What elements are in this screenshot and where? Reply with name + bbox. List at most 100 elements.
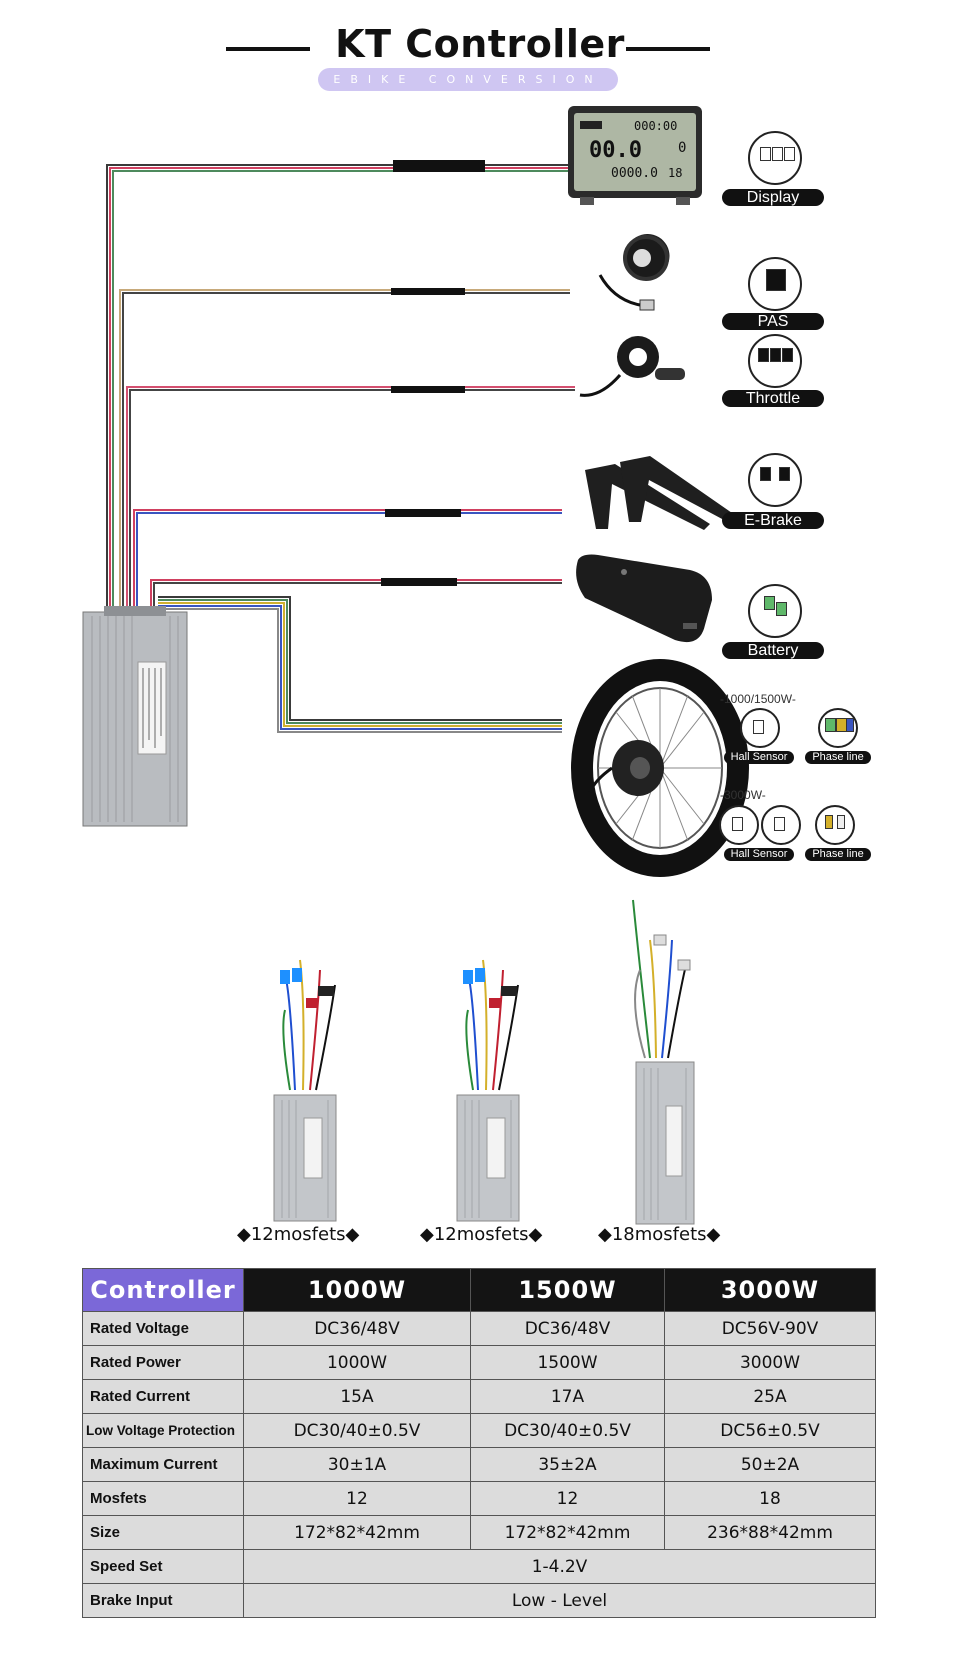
phase-line-label: Phase line xyxy=(805,751,871,764)
table-cell: 172*82*42mm xyxy=(243,1515,471,1550)
table-cell: 12 xyxy=(243,1481,471,1516)
table-cell: 3000W xyxy=(664,1345,876,1380)
row-label: Rated Power xyxy=(82,1345,244,1380)
wiring-diagram: 000:00 00.0 0 0000.0 18 xyxy=(82,106,749,877)
row-label: Low Voltage Protection xyxy=(82,1413,244,1448)
battery-plug-icon xyxy=(748,584,802,638)
brake-connector xyxy=(385,509,461,517)
lcd-display xyxy=(568,106,702,205)
throttle-label: Throttle xyxy=(722,390,824,407)
row-label: Mosfets xyxy=(82,1481,244,1516)
motor-range-high: -3000W- xyxy=(720,788,766,802)
table-cell: 30±1A xyxy=(243,1447,471,1482)
table-cell: 25A xyxy=(664,1379,876,1414)
battery-pack xyxy=(576,554,712,643)
table-row: Speed Set 1-4.2V xyxy=(82,1549,876,1584)
mosfet-label-1000w: ◆12mosfets◆ xyxy=(237,1224,360,1245)
table-row: Mosfets 12 12 18 xyxy=(82,1481,876,1516)
pas-label: PAS xyxy=(722,313,824,330)
row-label: Rated Current xyxy=(82,1379,244,1414)
table-cell-merged: 1-4.2V xyxy=(243,1549,876,1584)
table-row: Rated Voltage DC36/48V DC36/48V DC56V-90… xyxy=(82,1311,876,1346)
table-cell: 50±2A xyxy=(664,1447,876,1482)
table-row: Rated Current 15A 17A 25A xyxy=(82,1379,876,1414)
row-label: Brake Input xyxy=(82,1583,244,1618)
table-cell: 1500W xyxy=(470,1345,665,1380)
pas-plug-icon xyxy=(748,257,802,311)
ebrake-label: E-Brake xyxy=(722,512,824,529)
table-cell: 1000W xyxy=(243,1345,471,1380)
table-row: Maximum Current 30±1A 35±2A 50±2A xyxy=(82,1447,876,1482)
pas-sensor xyxy=(598,234,670,311)
table-cell: 35±2A xyxy=(470,1447,665,1482)
table-cell: DC36/48V xyxy=(243,1311,471,1346)
motor-range-low: -1000/1500W- xyxy=(720,692,796,706)
controller-1000w xyxy=(273,959,337,1222)
table-cell: 17A xyxy=(470,1379,665,1414)
controller-1500w xyxy=(456,959,520,1222)
table-cell: DC36/48V xyxy=(470,1311,665,1346)
lcd-top-readout: 000:00 xyxy=(634,119,677,133)
row-label: Rated Voltage xyxy=(82,1311,244,1346)
lcd-temp-readout: 18 xyxy=(668,166,682,180)
table-row: Brake Input Low - Level xyxy=(82,1583,876,1618)
spec-table: Controller 1000W 1500W 3000W Rated Volta… xyxy=(82,1268,876,1618)
table-cell: DC30/40±0.5V xyxy=(243,1413,471,1448)
table-row: Rated Power 1000W 1500W 3000W xyxy=(82,1345,876,1380)
table-cell: 236*88*42mm xyxy=(664,1515,876,1550)
table-row: Size 172*82*42mm 172*82*42mm 236*88*42mm xyxy=(82,1515,876,1550)
subtitle-badge: EBIKE CONVERSION KIT xyxy=(318,68,618,109)
ebrake-plug-icon xyxy=(748,453,802,507)
mosfet-label-3000w: ◆18mosfets◆ xyxy=(598,1224,721,1245)
table-cell: 15A xyxy=(243,1379,471,1414)
table-column-header: 1000W xyxy=(243,1268,471,1312)
throttle-connector xyxy=(391,386,465,393)
hall-sensor-plug-a-icon xyxy=(719,805,759,845)
display-cable xyxy=(106,164,568,612)
phase-line-plug-3000-icon xyxy=(815,805,855,845)
table-cell: DC56±0.5V xyxy=(664,1413,876,1448)
controller-box xyxy=(82,606,188,827)
hall-sensor-label: Hall Sensor xyxy=(724,751,794,764)
table-header-row: Controller 1000W 1500W 3000W xyxy=(82,1268,876,1312)
row-label: Size xyxy=(82,1515,244,1550)
throttle-cable xyxy=(126,386,575,612)
title-rule-right xyxy=(626,47,710,51)
phase-line-plug-icon xyxy=(818,708,858,748)
hall-sensor-plug-b-icon xyxy=(761,805,801,845)
mosfet-label-1500w: ◆12mosfets◆ xyxy=(420,1224,543,1245)
table-cell: 172*82*42mm xyxy=(470,1515,665,1550)
hall-sensor-label-3000: Hall Sensor xyxy=(724,848,794,861)
lcd-speed-readout: 00.0 xyxy=(589,138,642,163)
display-plug-icon xyxy=(748,131,802,185)
page-title: KT Controller xyxy=(335,22,625,66)
row-label: Speed Set xyxy=(82,1549,244,1584)
lcd-right-readout: 0 xyxy=(678,140,686,156)
title-rule-left xyxy=(226,47,310,51)
battery-connector xyxy=(381,578,457,586)
table-column-header: 1500W xyxy=(470,1268,665,1312)
table-row: Low Voltage Protection DC30/40±0.5V DC30… xyxy=(82,1413,876,1448)
battery-label: Battery xyxy=(722,642,824,659)
throttle-plug-icon xyxy=(748,334,802,388)
lcd-odo-readout: 0000.0 xyxy=(611,166,658,181)
ebrake-levers xyxy=(585,456,745,530)
table-cell-merged: Low - Level xyxy=(243,1583,876,1618)
display-label: Display xyxy=(722,189,824,206)
controller-products xyxy=(273,899,695,1225)
table-cell: 18 xyxy=(664,1481,876,1516)
table-cell: 12 xyxy=(470,1481,665,1516)
phase-line-label-3000: Phase line xyxy=(805,848,871,861)
controller-3000w xyxy=(632,899,695,1225)
table-corner-header: Controller xyxy=(82,1268,244,1312)
table-cell: DC56V-90V xyxy=(664,1311,876,1346)
hub-motor-wheel xyxy=(571,659,749,877)
pas-connector xyxy=(391,288,465,295)
row-label: Maximum Current xyxy=(82,1447,244,1482)
throttle-grip xyxy=(579,336,685,397)
table-column-header: 3000W xyxy=(664,1268,876,1312)
motor-cable xyxy=(158,596,562,733)
table-cell: DC30/40±0.5V xyxy=(470,1413,665,1448)
display-connector xyxy=(393,160,485,172)
pas-cable xyxy=(119,289,570,612)
